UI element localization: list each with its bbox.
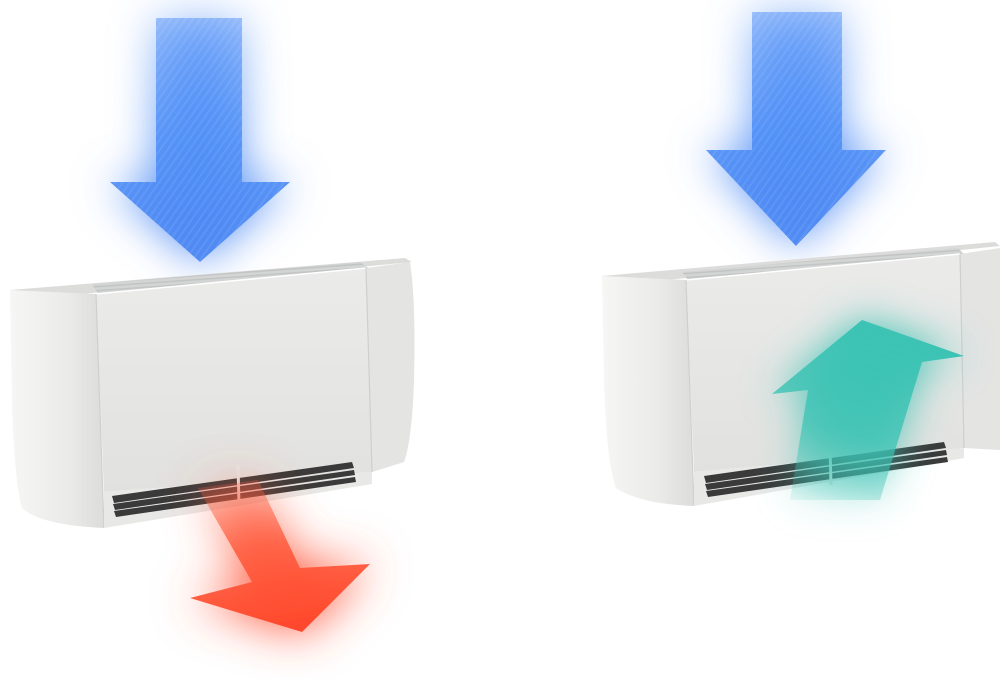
left-fan-coil-unit xyxy=(10,18,415,632)
right-fan-coil-unit xyxy=(602,12,1000,507)
left-intake-arrow xyxy=(110,18,290,262)
left-outflow-arrow xyxy=(190,480,370,632)
right-outflow-arrow xyxy=(772,320,964,500)
right-intake-arrow xyxy=(706,12,886,246)
